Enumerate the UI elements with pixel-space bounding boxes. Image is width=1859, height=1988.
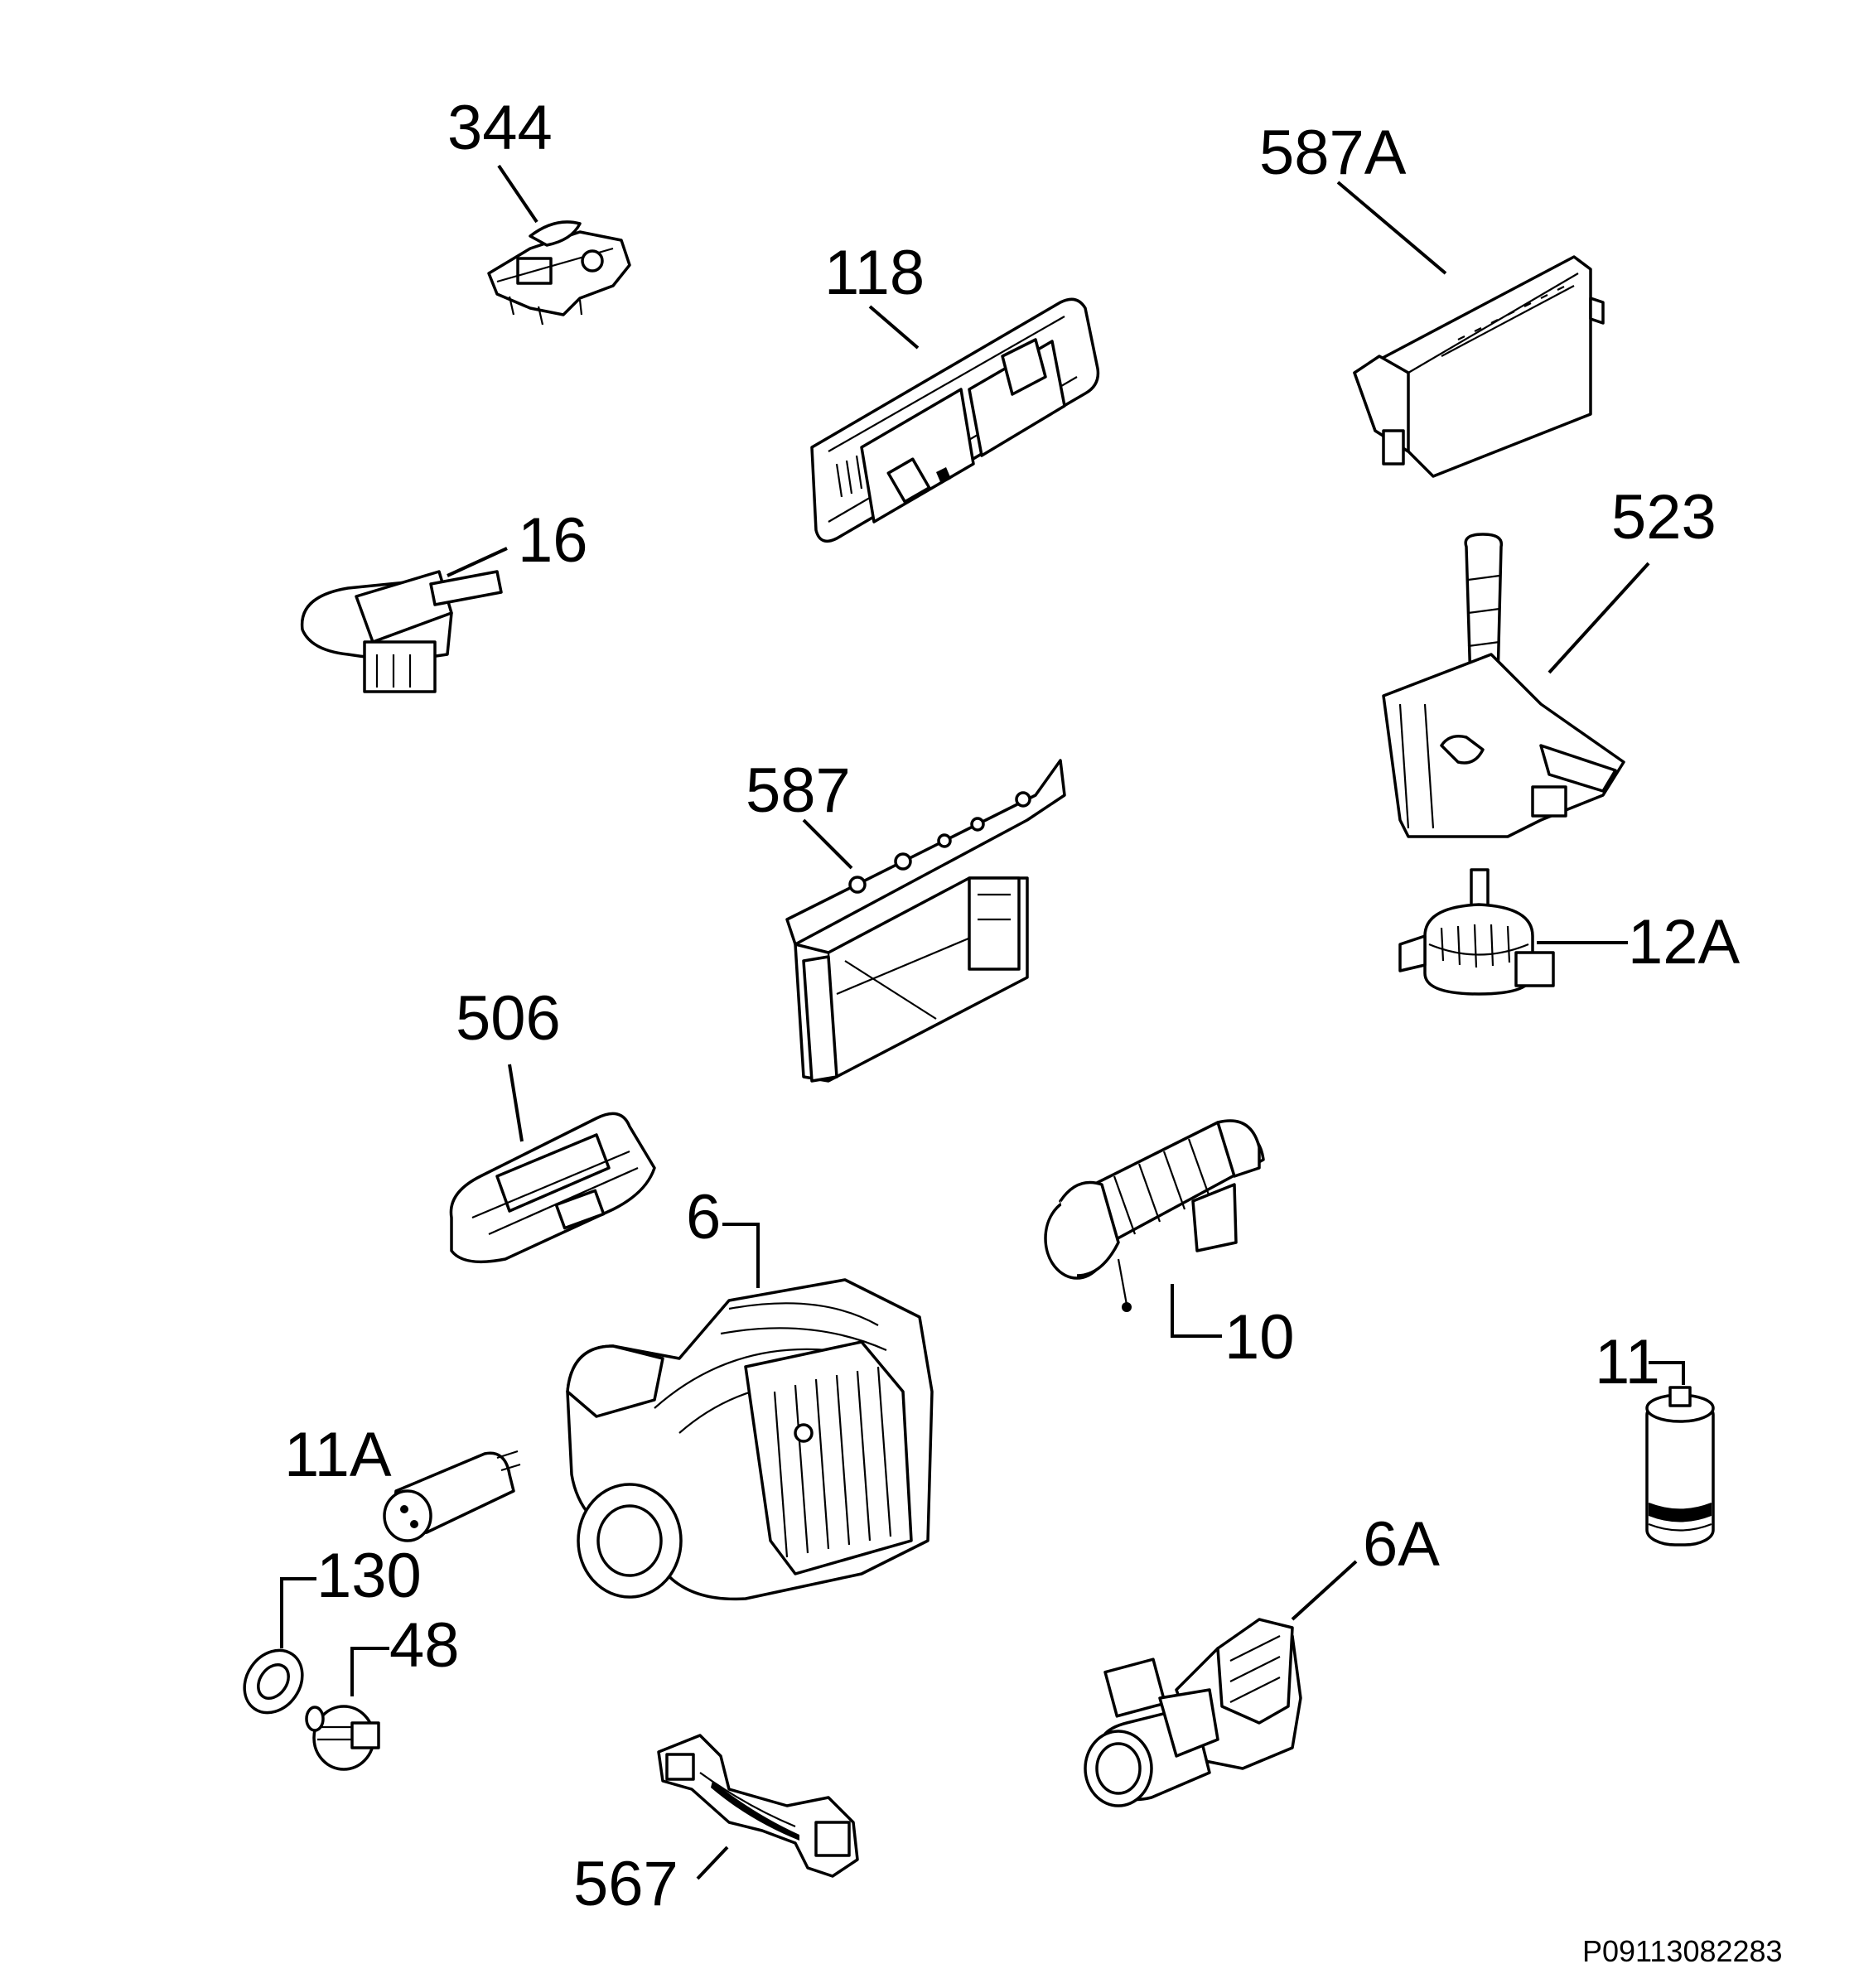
part-567[interactable] (657, 1734, 859, 1878)
label-48: 48 (389, 1610, 460, 1681)
part-130[interactable] (233, 1639, 314, 1724)
part-523[interactable] (1382, 533, 1625, 838)
leader-506 (508, 1064, 524, 1142)
leader-11 (1649, 1361, 1685, 1385)
label-10: 10 (1224, 1302, 1295, 1373)
part-344[interactable] (487, 220, 631, 326)
label-16: 16 (518, 505, 588, 576)
leader-344 (497, 164, 538, 224)
part-587[interactable] (785, 759, 1066, 1083)
leader-523 (1548, 562, 1650, 674)
leader-130 (280, 1577, 316, 1648)
leader-10 (1171, 1284, 1222, 1338)
label-130: 130 (316, 1541, 422, 1611)
part-587A[interactable] (1353, 255, 1605, 478)
label-6: 6 (686, 1182, 721, 1252)
reference-code: P09113082283 (1582, 1934, 1783, 1968)
leader-118 (868, 305, 920, 350)
part-16[interactable] (300, 570, 503, 693)
label-6A: 6A (1363, 1509, 1440, 1580)
part-11[interactable] (1645, 1386, 1715, 1546)
part-11A[interactable] (383, 1450, 521, 1542)
part-12A[interactable] (1398, 868, 1555, 996)
part-6[interactable] (566, 1278, 934, 1601)
label-587: 587 (746, 755, 851, 826)
leader-16 (447, 547, 508, 577)
part-118[interactable] (810, 297, 1100, 543)
leader-567 (696, 1846, 729, 1880)
leader-587A (1336, 181, 1447, 275)
label-523: 523 (1611, 482, 1717, 552)
leader-6A (1291, 1560, 1358, 1621)
label-11: 11 (1595, 1327, 1660, 1397)
part-506[interactable] (449, 1112, 656, 1264)
label-12A: 12A (1628, 907, 1741, 977)
leader-6 (722, 1223, 760, 1288)
label-567: 567 (573, 1849, 678, 1919)
leader-48 (350, 1647, 389, 1696)
label-344: 344 (447, 93, 553, 163)
part-48[interactable] (305, 1705, 380, 1771)
label-11A: 11A (284, 1420, 392, 1490)
part-10[interactable] (1044, 1119, 1265, 1312)
label-587A: 587A (1259, 118, 1407, 188)
leader-587 (802, 818, 853, 870)
label-506: 506 (456, 983, 561, 1054)
label-118: 118 (824, 238, 925, 308)
part-6A[interactable] (1084, 1618, 1302, 1807)
